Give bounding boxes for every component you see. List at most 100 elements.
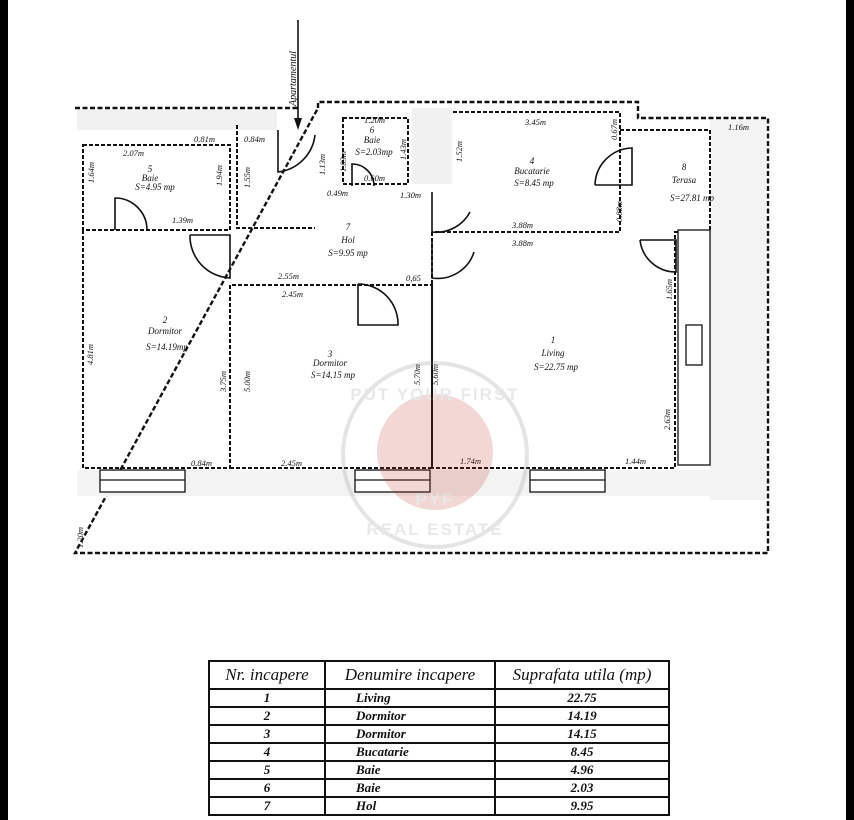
svg-text:S=27.81 mp: S=27.81 mp — [670, 193, 715, 203]
svg-text:0.81m: 0.81m — [194, 134, 215, 144]
svg-text:2.45m: 2.45m — [282, 289, 303, 299]
cell-name: Bucatarie — [324, 742, 496, 762]
svg-text:7: 7 — [346, 222, 351, 232]
entrance-label: Apartamentul — [288, 51, 299, 107]
cell-number: 2 — [208, 706, 326, 726]
cell-number: 5 — [208, 760, 326, 780]
room-5-label: 5 Baie S=4.95 mp — [135, 164, 175, 192]
svg-text:1: 1 — [551, 335, 556, 345]
room-7-label: 7 Hol S=9.95 mp — [328, 222, 368, 258]
svg-text:1.13m: 1.13m — [317, 154, 327, 175]
interior-walls — [82, 111, 711, 469]
svg-text:6: 6 — [370, 125, 375, 135]
cell-name: Baie — [324, 778, 496, 798]
cell-area: 22.75 — [494, 688, 670, 708]
cell-number: 3 — [208, 724, 326, 744]
svg-text:Terasa: Terasa — [672, 175, 697, 185]
dimension-labels: 2.07m 0.81m 0.84m 1.39m 1.20m 0.60m 0.49… — [75, 115, 749, 548]
cell-area: 2.03 — [494, 778, 670, 798]
svg-text:1.94m: 1.94m — [214, 165, 224, 186]
cell-area: 8.45 — [494, 742, 670, 762]
balcony-strip — [77, 110, 277, 130]
svg-text:3: 3 — [327, 349, 333, 359]
cell-area: 4.96 — [494, 760, 670, 780]
svg-text:1.65m: 1.65m — [664, 279, 674, 300]
svg-text:8: 8 — [682, 162, 687, 172]
wall-fill — [412, 108, 452, 184]
table-row: 1 Living 22.75 — [208, 688, 670, 708]
room-2-label: 2 Dormitor S=14.19mp — [146, 315, 188, 352]
cell-number: 7 — [208, 796, 326, 816]
room-1-label: 1 Living S=22.75 mp — [534, 335, 579, 372]
svg-text:3.88m: 3.88m — [511, 238, 533, 248]
svg-text:S=14.15 mp: S=14.15 mp — [311, 370, 356, 380]
svg-text:5.70m: 5.70m — [412, 364, 422, 385]
svg-text:5.60m: 5.60m — [430, 364, 440, 385]
svg-text:1.74m: 1.74m — [460, 456, 481, 466]
cell-name: Hol — [324, 796, 496, 816]
floor-plan: Apartamentul 5 Baie S=4.95 mp 6 Baie S=2… — [72, 20, 770, 555]
svg-text:3.88m: 3.88m — [511, 220, 533, 230]
svg-text:1.16m: 1.16m — [728, 122, 749, 132]
cell-name: Baie — [324, 760, 496, 780]
svg-text:2.63m: 2.63m — [662, 409, 672, 430]
cell-area: 14.19 — [494, 706, 670, 726]
cell-area: 14.15 — [494, 724, 670, 744]
svg-text:2.45m: 2.45m — [281, 458, 302, 468]
svg-text:1.43m: 1.43m — [398, 139, 408, 160]
svg-text:0.84m: 0.84m — [244, 134, 265, 144]
floor-plan-sheet: Apartamentul 5 Baie S=4.95 mp 6 Baie S=2… — [8, 0, 846, 820]
terrace-side — [710, 120, 766, 500]
doors — [114, 130, 677, 326]
table-row: 6 Baie 2.03 — [208, 778, 670, 798]
svg-text:S=9.95 mp: S=9.95 mp — [328, 248, 368, 258]
svg-text:0,65: 0,65 — [406, 273, 421, 283]
svg-text:S=4.95 mp: S=4.95 mp — [135, 182, 175, 192]
header-room-area: Suprafata utila (mp) — [494, 660, 670, 690]
svg-text:1.20m: 1.20m — [364, 115, 385, 125]
svg-text:1.52m: 1.52m — [454, 141, 464, 162]
header-room-name: Denumire incapere — [324, 660, 496, 690]
svg-text:1.20m: 1.20m — [75, 527, 85, 548]
cell-number: 6 — [208, 778, 326, 798]
svg-text:Dormitor: Dormitor — [147, 326, 183, 336]
svg-text:5: 5 — [148, 164, 153, 174]
svg-text:Baie: Baie — [142, 173, 159, 183]
cell-area: 9.95 — [494, 796, 670, 816]
table-row: 7 Hol 9.95 — [208, 796, 670, 816]
room-area-table: Nr. incapere Denumire incapere Suprafata… — [208, 660, 670, 816]
room-3-label: 3 Dormitor S=14.15 mp — [311, 349, 356, 380]
outer-wall — [72, 100, 770, 555]
room-4-label: 4 Bucatarie S=8.45 mp — [514, 156, 554, 188]
svg-text:2: 2 — [163, 315, 168, 325]
svg-text:2.07m: 2.07m — [123, 148, 144, 158]
table-row: 4 Bucatarie 8.45 — [208, 742, 670, 762]
svg-text:Bucatarie: Bucatarie — [514, 166, 550, 176]
cell-name: Living — [324, 688, 496, 708]
room-8-label: 8 Terasa S=27.81 mp — [670, 162, 715, 203]
svg-text:1.55m: 1.55m — [242, 167, 252, 188]
cell-number: 4 — [208, 742, 326, 762]
svg-text:0.49m: 0.49m — [327, 188, 348, 198]
header-room-number: Nr. incapere — [208, 660, 326, 690]
table-header-row: Nr. incapere Denumire incapere Suprafata… — [208, 660, 670, 690]
svg-text:1.44m: 1.44m — [625, 456, 646, 466]
entrance-arrowhead — [294, 118, 302, 130]
cell-name: Dormitor — [324, 706, 496, 726]
svg-text:Hol: Hol — [340, 235, 355, 245]
svg-text:5.00m: 5.00m — [242, 371, 252, 392]
table-row: 3 Dormitor 14.15 — [208, 724, 670, 744]
svg-text:0.88m: 0.88m — [614, 201, 624, 222]
svg-text:0.67m: 0.67m — [609, 119, 619, 140]
svg-text:S=2.03mp: S=2.03mp — [355, 147, 393, 157]
svg-text:4.81m: 4.81m — [85, 344, 95, 365]
svg-text:3.75m: 3.75m — [218, 371, 228, 393]
table-row: 5 Baie 4.96 — [208, 760, 670, 780]
svg-text:Baie: Baie — [364, 135, 381, 145]
svg-text:S=8.45 mp: S=8.45 mp — [514, 178, 554, 188]
svg-text:Living: Living — [540, 348, 565, 358]
svg-text:S=14.19mp: S=14.19mp — [146, 342, 188, 352]
room-6-label: 6 Baie S=2.03mp — [355, 125, 393, 157]
svg-text:2.55m: 2.55m — [278, 271, 299, 281]
windows — [99, 229, 711, 493]
